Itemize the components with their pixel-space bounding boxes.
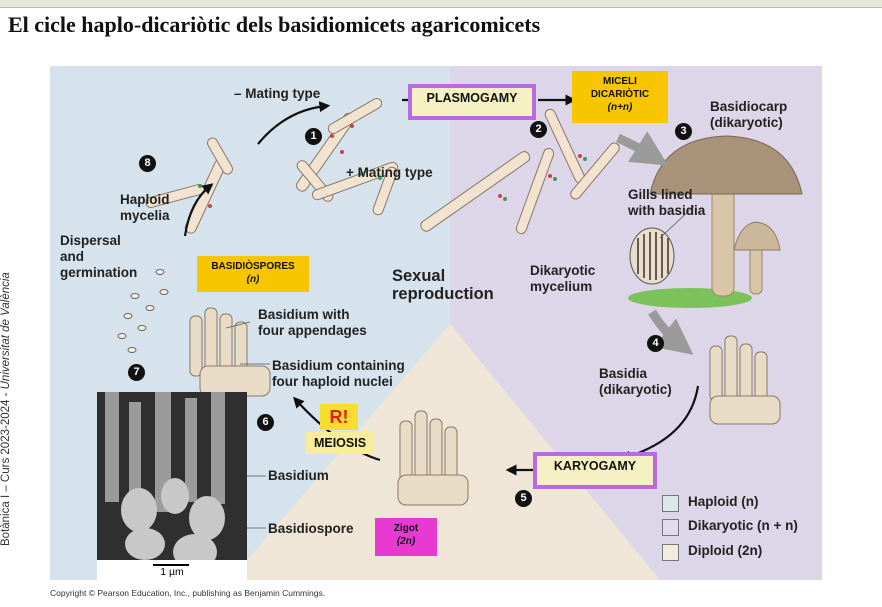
legend-haploid-label: Haploid (n) bbox=[688, 494, 759, 509]
basidiospores-ploidy: (n) bbox=[246, 274, 260, 285]
legend-diploid-swatch bbox=[662, 544, 679, 561]
basidiospore-label: Basidiospore bbox=[268, 521, 354, 536]
university-name: Universitat de València bbox=[0, 272, 12, 390]
life-cycle-diagram: 1 µm – Mating type + Mating type Haploid… bbox=[50, 66, 822, 580]
mushroom-illustration bbox=[628, 135, 803, 308]
miceli-text: MICELI DICARIÒTIC bbox=[590, 76, 650, 100]
miceli-ploidy: (n+n) bbox=[607, 102, 633, 113]
dikaryotic-mycelium-note: MICELI DICARIÒTIC (n+n) bbox=[572, 71, 668, 123]
step-4-marker: 4 bbox=[647, 335, 664, 352]
diagram-artwork bbox=[50, 66, 822, 580]
gills-label: Gills lined with basidia bbox=[628, 187, 706, 218]
zigot-ploidy: (2n) bbox=[396, 536, 416, 547]
basidiospores-text: BASIDIÒSPORES bbox=[211, 261, 295, 272]
step-2-marker: 2 bbox=[530, 121, 547, 138]
step-7-marker: 7 bbox=[128, 364, 145, 381]
basidium-nuclei-label: Basidium containing four haploid nuclei bbox=[272, 358, 405, 389]
basidiocarp-label: Basidiocarp (dikaryotic) bbox=[710, 99, 788, 130]
scale-bar-label: 1 µm bbox=[160, 566, 184, 578]
course-name: Botànica I – Curs 2023-2024 - bbox=[0, 389, 12, 546]
spores bbox=[117, 269, 169, 353]
haploid-mycelia-label: Haploid mycelia bbox=[120, 192, 170, 223]
recombination-note: R! bbox=[320, 404, 358, 430]
hyphae-plus bbox=[311, 161, 399, 216]
sem-micrograph bbox=[97, 392, 247, 580]
step-3-marker: 3 bbox=[675, 123, 692, 140]
zigot-text: Zigot bbox=[393, 523, 419, 534]
karyogamy-stage: KARYOGAMY bbox=[533, 452, 657, 489]
sexual-reproduction-label: Sexual reproduction bbox=[392, 267, 494, 303]
plus-mating-type-label: + Mating type bbox=[346, 165, 433, 180]
course-footer-vertical: Botànica I – Curs 2023-2024 - Universita… bbox=[0, 272, 14, 546]
legend-haploid-swatch bbox=[662, 495, 679, 512]
transition-arrows bbox=[616, 131, 694, 355]
scale-bar-line bbox=[153, 564, 189, 566]
scale-bar: 1 µm bbox=[97, 560, 247, 580]
basidium-appendages-label: Basidium with four appendages bbox=[258, 307, 367, 338]
dispersal-germination-label: Dispersal and germination bbox=[60, 233, 138, 280]
slide-top-bar bbox=[0, 0, 882, 8]
micrograph-image bbox=[97, 392, 247, 580]
meiosis-stage: MEIOSIS bbox=[306, 432, 374, 454]
legend-diploid-label: Diploid (2n) bbox=[688, 543, 763, 558]
step-1-marker: 1 bbox=[305, 128, 322, 145]
hyphae-nuclei bbox=[198, 124, 587, 208]
plasmogamy-stage: PLASMOGAMY bbox=[408, 84, 536, 120]
basidium-label: Basidium bbox=[268, 468, 329, 483]
step-6-marker: 6 bbox=[257, 414, 274, 431]
slide-title: El cicle haplo-dicariòtic dels basidiomi… bbox=[8, 12, 541, 37]
minus-mating-type-label: – Mating type bbox=[234, 86, 321, 101]
basidiospores-note: BASIDIÒSPORES (n) bbox=[197, 256, 309, 292]
step-5-marker: 5 bbox=[515, 490, 532, 507]
basidia-dikaryotic-label: Basidia (dikaryotic) bbox=[599, 366, 672, 397]
legend-dikaryotic-label: Dikaryotic (n + n) bbox=[688, 518, 798, 533]
dikaryotic-hyphae bbox=[420, 108, 620, 235]
copyright-notice: Copyright © Pearson Education, Inc., pub… bbox=[50, 588, 326, 598]
step-8-marker: 8 bbox=[139, 155, 156, 172]
haploid-mycelium-left bbox=[145, 137, 233, 234]
zygote-note: Zigot (2n) bbox=[375, 518, 437, 556]
basidia-clusters bbox=[189, 307, 781, 506]
dikaryotic-mycelium-label: Dikaryotic mycelium bbox=[530, 263, 596, 294]
legend-dikaryotic-swatch bbox=[662, 519, 679, 536]
